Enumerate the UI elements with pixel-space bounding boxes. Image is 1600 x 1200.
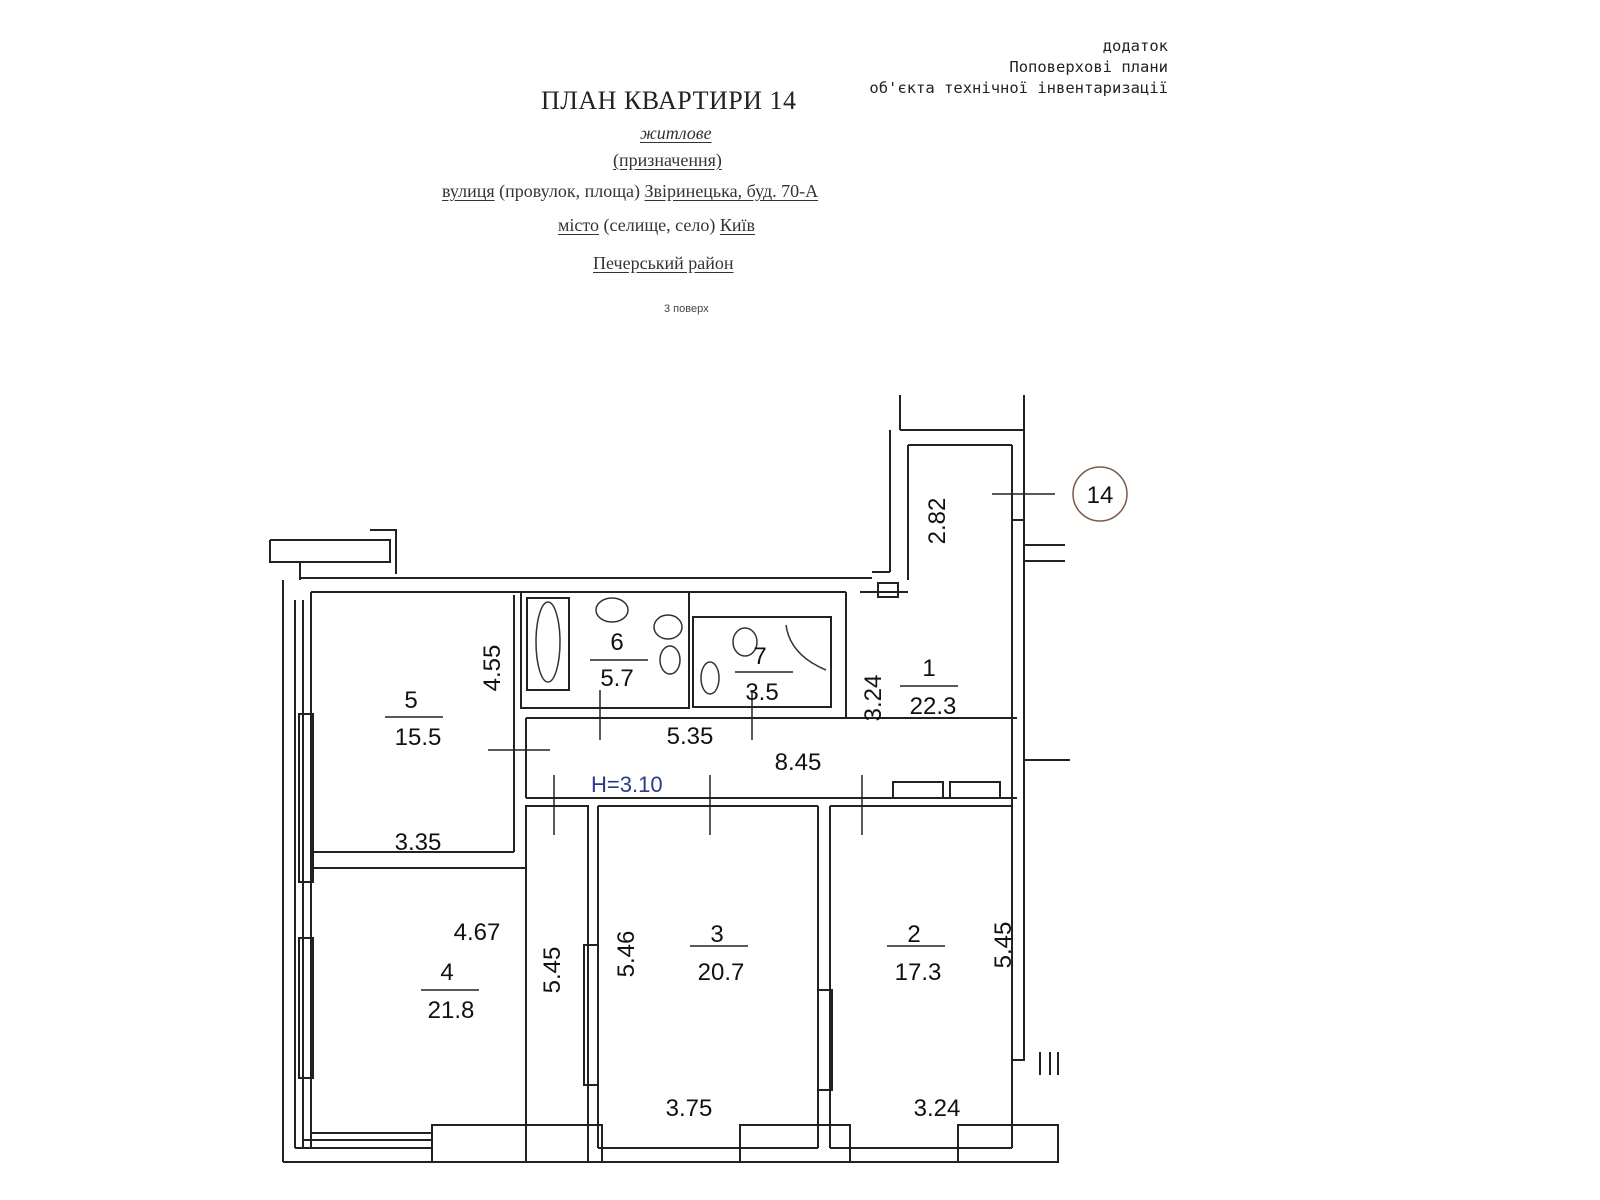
- bathtub-icon: [535, 601, 561, 683]
- sink-icon: [700, 661, 720, 695]
- dim-4-67: 4.67: [454, 919, 501, 946]
- dim-4-55: 4.55: [479, 645, 506, 692]
- city-label: місто: [558, 215, 600, 235]
- street-mid: (провулок, площа): [494, 181, 645, 201]
- room-1-number: 1: [922, 655, 935, 682]
- floor-label: 3 поверх: [664, 303, 709, 315]
- city-value: Київ: [719, 215, 755, 235]
- room-3-number: 3: [710, 921, 723, 948]
- walls: [269, 395, 1070, 1163]
- purpose-caption: (призначення): [613, 150, 722, 170]
- sanitary-fixtures: [535, 597, 827, 695]
- room-6-number: 6: [610, 629, 623, 656]
- dim-3-35: 3.35: [395, 829, 442, 856]
- room-4-number: 4: [440, 959, 453, 986]
- dim-3-75: 3.75: [666, 1095, 713, 1122]
- dim-2-82: 2.82: [924, 498, 951, 545]
- room-5-area: 15.5: [395, 724, 442, 751]
- dim-5-45-right: 5.45: [990, 922, 1017, 969]
- appendix-line-2: Поповерхові плани: [1009, 58, 1168, 76]
- appendix-note: додаток Поповерхові плани об'єкта техніч…: [869, 36, 1168, 99]
- room-5-number: 5: [404, 687, 417, 714]
- room-2-area: 17.3: [895, 959, 942, 986]
- dim-5-46: 5.46: [613, 931, 640, 978]
- purpose-value: житлове: [640, 123, 712, 143]
- dim-3-24-bottom: 3.24: [914, 1095, 961, 1122]
- appendix-line-1: додаток: [1102, 37, 1168, 55]
- toilet-icon: [732, 627, 758, 657]
- shower-icon: [785, 624, 827, 671]
- room-4-area: 21.8: [428, 997, 475, 1024]
- sink-icon: [595, 597, 629, 623]
- street-line: вулиця (провулок, площа) Звіринецька, бу…: [442, 181, 818, 202]
- room-fraction-lines: [385, 659, 958, 991]
- dim-3-24-hall: 3.24: [860, 675, 887, 722]
- street-label: вулиця: [442, 181, 495, 201]
- apartment-number-circle: [1072, 466, 1128, 522]
- room-1-area: 22.3: [910, 693, 957, 720]
- bidet-icon: [659, 645, 681, 675]
- toilet-icon: [653, 614, 683, 640]
- room-3-area: 20.7: [698, 959, 745, 986]
- plan-title: ПЛАН КВАРТИРИ 14: [541, 86, 797, 115]
- dim-5-35: 5.35: [667, 723, 714, 750]
- dimension-ticks: [488, 493, 1055, 835]
- dim-8-45: 8.45: [775, 749, 822, 776]
- room-7-number: 7: [753, 643, 766, 670]
- district: Печерський район: [593, 253, 734, 273]
- street-value: Звіринецька, буд. 70-А: [644, 181, 819, 201]
- ceiling-height: H=3.10: [591, 772, 663, 797]
- city-line: місто (селище, село) Київ: [558, 215, 755, 236]
- city-mid: (селище, село): [599, 215, 720, 235]
- room-7-area: 3.5: [745, 679, 778, 706]
- apartment-number: 14: [1087, 482, 1114, 509]
- room-2-number: 2: [907, 921, 920, 948]
- room-6-area: 5.7: [600, 665, 633, 692]
- appendix-line-3: об'єкта технічної інвентаризації: [869, 79, 1168, 97]
- dim-5-45-left: 5.45: [539, 947, 566, 994]
